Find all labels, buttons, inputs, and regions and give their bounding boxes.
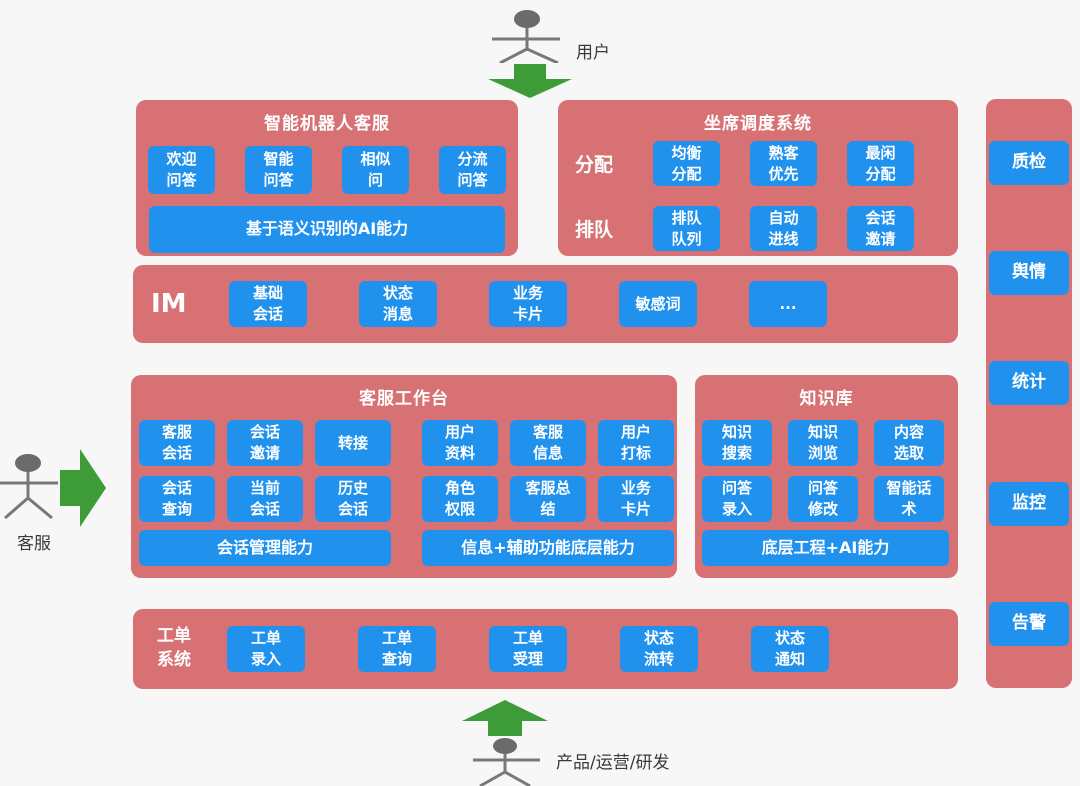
panel-workbench: 客服工作台 客服 会话 会话 邀请 转接 会话 查询 当前 会话 历史 会话 会…: [131, 375, 677, 578]
user-stick-figure: [492, 10, 560, 63]
wb-business-card: 业务 卡片: [598, 476, 674, 522]
wb-session-search: 会话 查询: [139, 476, 215, 522]
panel-workbench-title: 客服工作台: [359, 389, 449, 409]
sidebar-alert: 告警: [989, 602, 1069, 646]
robot-similar-question: 相似 问: [342, 146, 409, 194]
im-business-card: 业务 卡片: [489, 281, 567, 327]
robot-routing-qa: 分流 问答: [439, 146, 506, 194]
sidebar-public-opinion: 舆情: [989, 251, 1069, 295]
arrow-up-icon: [462, 700, 548, 736]
arrow-right-icon: [60, 449, 106, 527]
wb-history-session: 历史 会话: [315, 476, 391, 522]
kb-knowledge-browse: 知识 浏览: [788, 420, 858, 466]
panel-robot-title: 智能机器人客服: [264, 114, 390, 134]
robot-smart-qa: 智能 问答: [245, 146, 312, 194]
kb-content-select: 内容 选取: [874, 420, 944, 466]
sidebar-statistics: 统计: [989, 361, 1069, 405]
ticket-entry: 工单 录入: [227, 626, 305, 672]
wb-agent-session: 客服 会话: [139, 420, 215, 466]
dispatch-balanced-assign: 均衡 分配: [653, 141, 720, 186]
dispatch-queue-line: 排队 队列: [653, 206, 720, 251]
kb-smart-script: 智能话 术: [874, 476, 944, 522]
user-label: 用户: [576, 43, 610, 63]
dispatch-session-invite: 会话 邀请: [847, 206, 914, 251]
kb-engine-ai-bar: 底层工程+AI能力: [702, 530, 949, 566]
agent-stick-figure: [0, 454, 58, 520]
wb-session-invite: 会话 邀请: [227, 420, 303, 466]
robot-ai-capability-bar: 基于语义识别的AI能力: [149, 206, 505, 253]
dispatch-regulars-first: 熟客 优先: [750, 141, 817, 186]
agent-label: 客服: [17, 534, 51, 554]
kb-qa-edit: 问答 修改: [788, 476, 858, 522]
ticket-status-flow: 状态 流转: [620, 626, 698, 672]
panel-dispatch-system: 坐席调度系统 分配 均衡 分配 熟客 优先 最闲 分配 排队 排队 队列 自动 …: [558, 100, 958, 256]
wb-session-management-bar: 会话管理能力: [139, 530, 391, 566]
sidebar-quality-check: 质检: [989, 141, 1069, 185]
im-sensitive-words: 敏感词: [619, 281, 697, 327]
panel-ticket-system: 工单 系统 工单 录入 工单 查询 工单 受理 状态 流转 状态 通知: [133, 609, 958, 689]
im-label: IM: [151, 289, 187, 319]
arrow-down-icon: [488, 64, 572, 98]
ticket-accept: 工单 受理: [489, 626, 567, 672]
sidebar-monitoring: 监控: [989, 482, 1069, 526]
wb-agent-info: 客服 信息: [510, 420, 586, 466]
wb-user-tagging: 用户 打标: [598, 420, 674, 466]
panel-im: IM 基础 会话 状态 消息 业务 卡片 敏感词 ...: [133, 265, 958, 343]
ticket-status-notify: 状态 通知: [751, 626, 829, 672]
panel-knowledge-base: 知识库 知识 搜索 知识 浏览 内容 选取 问答 录入 问答 修改 智能话 术 …: [695, 375, 958, 578]
wb-transfer: 转接: [315, 420, 391, 466]
wb-agent-summary: 客服总 结: [510, 476, 586, 522]
ticket-search: 工单 查询: [358, 626, 436, 672]
kb-knowledge-search: 知识 搜索: [702, 420, 772, 466]
kb-qa-entry: 问答 录入: [702, 476, 772, 522]
im-basic-session: 基础 会话: [229, 281, 307, 327]
dispatch-auto-inbound: 自动 进线: [750, 206, 817, 251]
panel-dispatch-title: 坐席调度系统: [704, 114, 812, 134]
panel-robot-service: 智能机器人客服 欢迎 问答 智能 问答 相似 问 分流 问答 基于语义识别的AI…: [136, 100, 518, 256]
dispatch-assign-label: 分配: [575, 154, 614, 176]
dispatch-queue-label: 排队: [575, 219, 614, 241]
im-more: ...: [749, 281, 827, 327]
product-label: 产品/运营/研发: [556, 753, 670, 773]
product-stick-figure: [473, 738, 540, 786]
ticket-system-label: 工单 系统: [157, 626, 191, 670]
im-status-message: 状态 消息: [359, 281, 437, 327]
panel-knowledge-title: 知识库: [799, 389, 854, 409]
wb-info-assist-bar: 信息+辅助功能底层能力: [422, 530, 674, 566]
wb-current-session: 当前 会话: [227, 476, 303, 522]
wb-user-profile: 用户 资料: [422, 420, 498, 466]
wb-role-permission: 角色 权限: [422, 476, 498, 522]
robot-welcome-qa: 欢迎 问答: [148, 146, 215, 194]
panel-sidebar: 质检 舆情 统计 监控 告警: [986, 99, 1072, 688]
dispatch-idle-assign: 最闲 分配: [847, 141, 914, 186]
